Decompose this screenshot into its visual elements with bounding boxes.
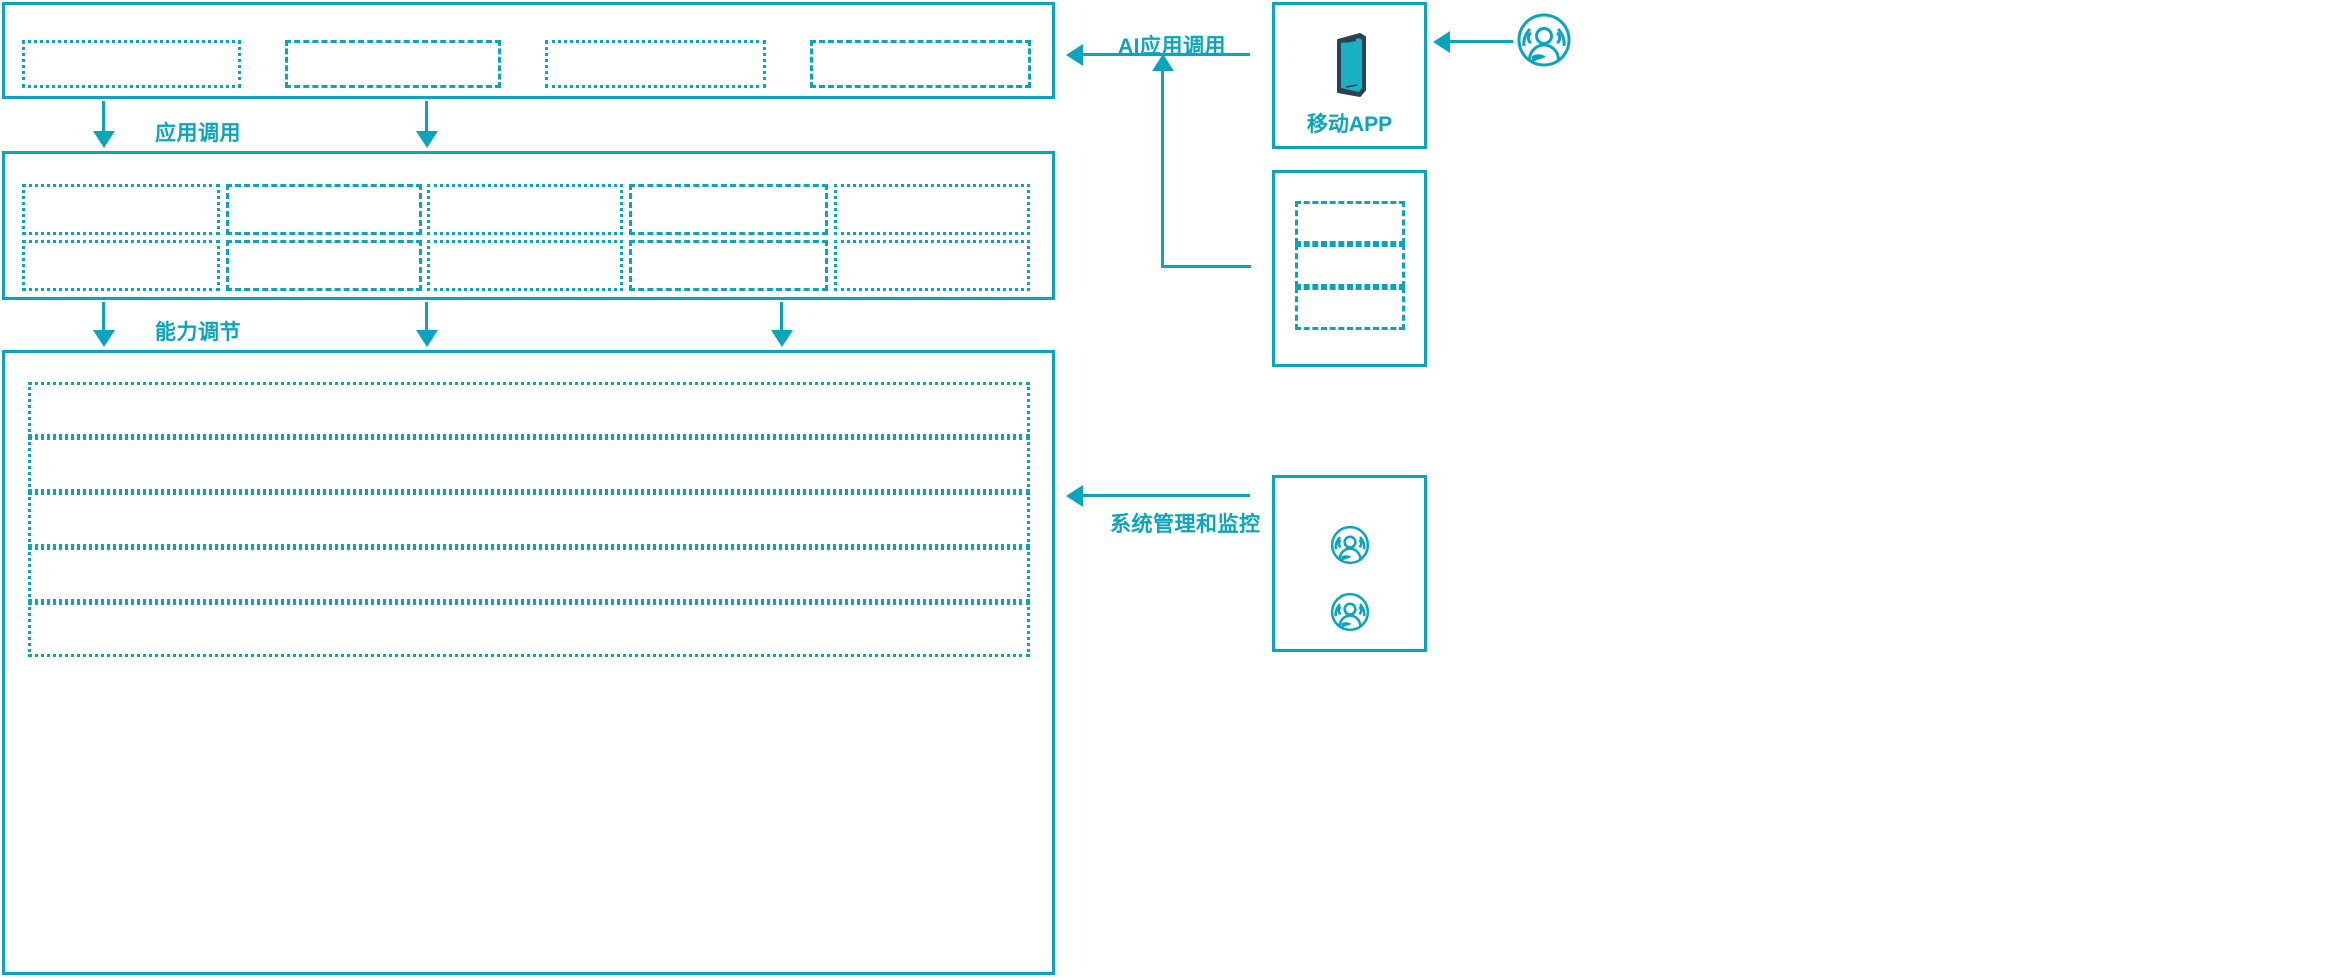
arrow-user-to-mobile-shaft xyxy=(1443,40,1513,43)
capability-cell[interactable] xyxy=(226,184,422,235)
platform-row[interactable] xyxy=(28,437,1030,492)
arrow-capability-to-platform-2-head xyxy=(416,330,438,347)
service-list-item[interactable] xyxy=(1295,287,1405,330)
operations-user-group-icon xyxy=(1330,592,1370,632)
platform-row[interactable] xyxy=(28,602,1030,657)
capability-cell[interactable] xyxy=(22,240,220,291)
arrow-capability-to-platform-1-shaft xyxy=(102,302,105,334)
application-cell[interactable] xyxy=(545,40,766,88)
capability-cell[interactable] xyxy=(427,184,623,235)
arrow-app-to-capability-1-shaft xyxy=(102,101,105,134)
arrow-ai-call-left-head xyxy=(1066,44,1083,66)
platform-row[interactable] xyxy=(28,382,1030,437)
arrow-capability-to-platform-3-head xyxy=(771,330,793,347)
application-cell[interactable] xyxy=(810,40,1031,88)
platform-layer-panel xyxy=(2,350,1055,975)
arrow-system-mgmt-shaft xyxy=(1076,494,1250,497)
arrow-app-to-capability-1-head xyxy=(93,131,115,148)
connector-label-app-call: 应用调用 xyxy=(155,122,241,145)
arrow-capability-to-platform-3-shaft xyxy=(780,302,783,334)
capability-cell[interactable] xyxy=(226,240,422,291)
capability-cell[interactable] xyxy=(22,184,220,235)
mobile-app-caption: 移动APP xyxy=(1306,113,1393,136)
application-cell[interactable] xyxy=(285,40,501,88)
arrow-ai-call-up-base xyxy=(1161,265,1251,268)
arrow-ai-call-up-head xyxy=(1152,54,1174,71)
platform-row[interactable] xyxy=(28,547,1030,602)
arrow-ai-call-up-shaft xyxy=(1161,68,1164,268)
arrow-user-to-mobile-head xyxy=(1433,31,1450,53)
connector-label-ai-app-call: AI应用调用 xyxy=(1118,35,1226,58)
platform-row[interactable] xyxy=(28,492,1030,547)
arrow-capability-to-platform-1-head xyxy=(93,330,115,347)
capability-layer-panel xyxy=(2,151,1055,300)
arrow-app-to-capability-2-shaft xyxy=(425,101,428,134)
connector-label-capability-adjust: 能力调节 xyxy=(155,321,241,344)
capability-cell[interactable] xyxy=(629,184,828,235)
capability-cell[interactable] xyxy=(427,240,623,291)
arrow-app-to-capability-2-head xyxy=(416,131,438,148)
capability-cell[interactable] xyxy=(629,240,828,291)
arrow-capability-to-platform-2-shaft xyxy=(425,302,428,334)
connector-label-system-mgmt-monitor: 系统管理和监控 xyxy=(1110,513,1261,536)
capability-cell[interactable] xyxy=(834,240,1030,291)
application-cell[interactable] xyxy=(22,40,241,88)
service-list-item[interactable] xyxy=(1295,201,1405,244)
arrow-system-mgmt-head xyxy=(1066,485,1083,507)
external-user-group-icon xyxy=(1516,12,1572,68)
mobile-phone-icon xyxy=(1332,30,1368,100)
application-layer-panel xyxy=(2,2,1055,99)
operations-user-group-icon xyxy=(1330,525,1370,565)
service-list-item[interactable] xyxy=(1295,244,1405,287)
capability-cell[interactable] xyxy=(834,184,1030,235)
